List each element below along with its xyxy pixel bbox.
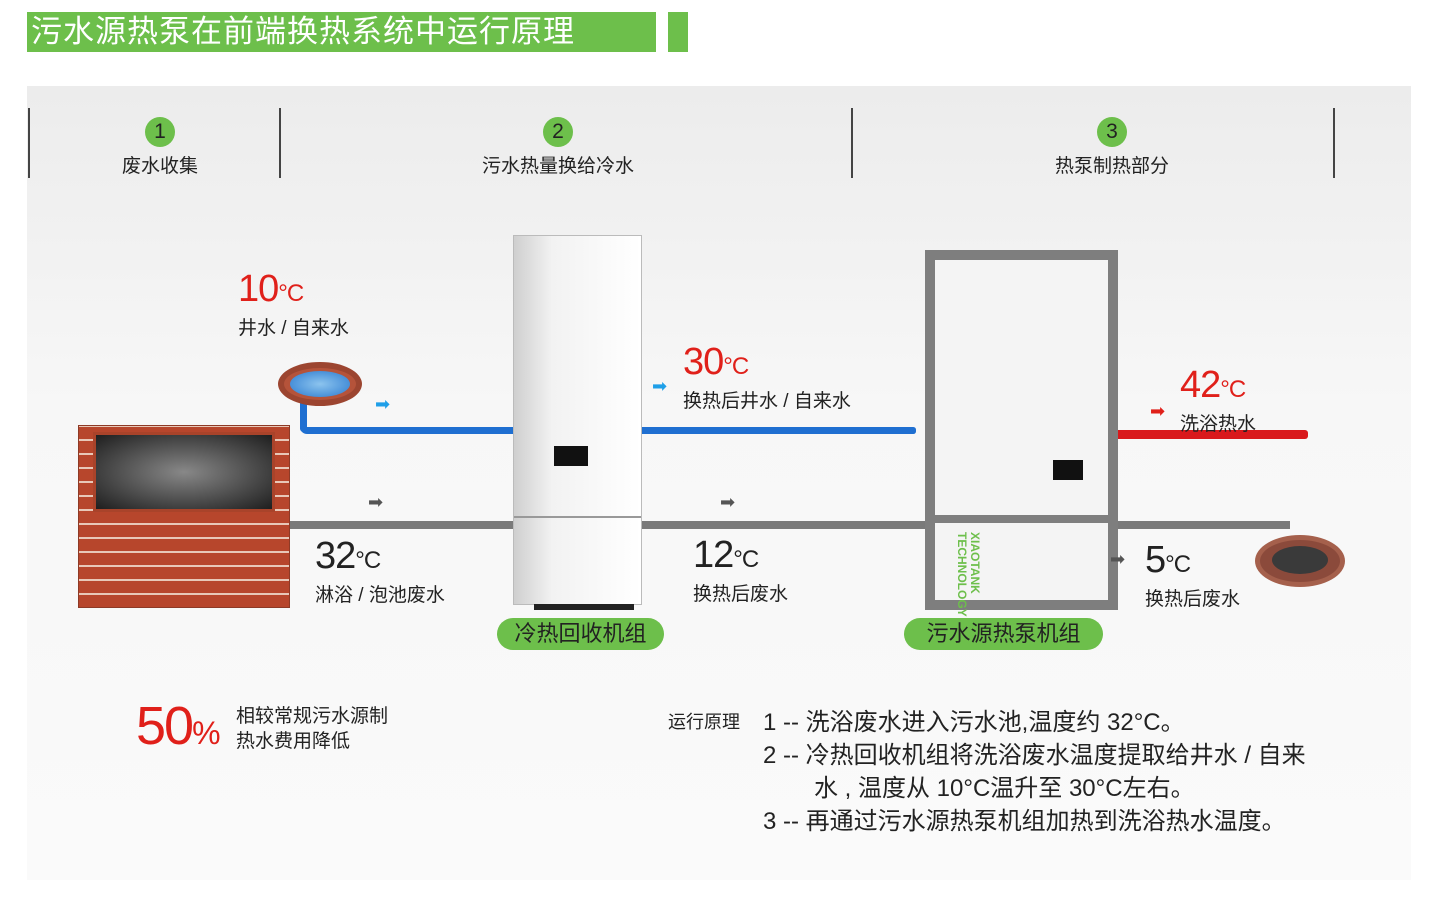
divider <box>279 108 281 178</box>
temp-label: 洗浴热水 <box>1180 414 1257 435</box>
temp-unit: °C <box>278 280 304 307</box>
step-label: 热泵制热部分 <box>1054 156 1169 177</box>
drain-icon <box>1255 535 1345 587</box>
temp-label: 换热后废水 <box>693 584 789 605</box>
well-icon <box>278 362 362 406</box>
step-label: 污水热量换给冷水 <box>481 156 634 177</box>
item-text: 洗浴废水进入污水池,温度约 32°C。 <box>805 709 1185 736</box>
step-3: 3 热泵制热部分 <box>1012 117 1212 178</box>
temp-value: 5 <box>1145 539 1166 581</box>
divider <box>28 108 30 178</box>
temp-unit: °C <box>723 353 749 380</box>
title-accent-block <box>668 12 688 52</box>
temp-unit: °C <box>733 546 759 573</box>
principle-item: 2 -- 冷热回收机组将洗浴废水温度提取给井水 / 自来 <box>763 739 1306 772</box>
flow-arrow-icon: ➡ <box>652 376 668 396</box>
temp-after-well: 30°C 换热后井水 / 自来水 <box>683 343 851 413</box>
temp-well: 10°C 井水 / 自来水 <box>238 270 349 340</box>
hot-water-pipe <box>1115 430 1308 439</box>
waste-water-pool-icon <box>78 425 290 608</box>
flow-arrow-icon: ➡ <box>375 394 391 414</box>
item-text: 再通过污水源热泵机组加热到洗浴热水温度。 <box>805 808 1286 835</box>
temp-value: 10 <box>238 268 279 310</box>
step-number: 3 <box>1097 117 1127 147</box>
recovery-unit-label: 冷热回收机组 <box>497 618 664 650</box>
step-2: 2 污水热量换给冷水 <box>458 117 658 178</box>
step-number: 1 <box>145 117 175 147</box>
divider <box>1333 108 1335 178</box>
step-number: 2 <box>543 117 573 147</box>
brand-line1: XIAOTANK <box>968 532 982 594</box>
temp-unit: °C <box>1220 376 1246 403</box>
divider <box>851 108 853 178</box>
principle-item: 1 -- 洗浴废水进入污水池,温度约 32°C。 <box>763 706 1306 739</box>
heat-recovery-unit <box>513 235 642 610</box>
principle-list: 1 -- 洗浴废水进入污水池,温度约 32°C。 2 -- 冷热回收机组将洗浴废… <box>763 706 1306 838</box>
item-num: 3 -- <box>763 808 799 835</box>
temp-bath-hot: 42°C 洗浴热水 <box>1180 366 1256 436</box>
item-text-cont: 水 , 温度从 10°C温升至 30°C左右。 <box>814 775 1195 802</box>
flow-arrow-icon: ➡ <box>720 492 736 512</box>
saving-percent: 50% <box>136 696 221 761</box>
flow-arrow-icon: ➡ <box>1110 549 1126 569</box>
step-1: 1 废水收集 <box>60 117 260 178</box>
temp-value: 32 <box>315 535 356 577</box>
temp-waste: 32°C 淋浴 / 泡池废水 <box>315 537 445 607</box>
saving-value: 50 <box>136 696 194 756</box>
temp-value: 12 <box>693 534 734 576</box>
principle-heading: 运行原理 <box>668 712 740 732</box>
temp-label: 淋浴 / 泡池废水 <box>315 585 445 606</box>
saving-text: 相较常规污水源制 热水费用降低 <box>236 704 388 754</box>
page-title: 污水源热泵在前端换热系统中运行原理 <box>27 12 656 52</box>
saving-line1: 相较常规污水源制 <box>236 706 389 727</box>
temp-unit: °C <box>1165 551 1191 578</box>
brand-line2: TECHNOLOGY <box>955 532 969 617</box>
control-panel-screen <box>1053 460 1083 480</box>
temp-after-waste-1: 12°C 换热后废水 <box>693 536 788 606</box>
temp-label: 井水 / 自来水 <box>238 318 349 339</box>
temp-after-waste-2: 5°C 换热后废水 <box>1145 541 1240 611</box>
flow-arrow-icon: ➡ <box>368 492 384 512</box>
item-num: 2 -- <box>763 742 799 769</box>
waste-water-pipe <box>270 521 1290 529</box>
saving-line2: 热水费用降低 <box>236 731 351 752</box>
temp-unit: °C <box>355 547 381 574</box>
heat-pump-unit-label: 污水源热泵机组 <box>904 618 1103 650</box>
control-panel-screen <box>554 446 588 466</box>
flow-arrow-icon: ➡ <box>1150 401 1166 421</box>
step-label: 废水收集 <box>121 156 198 177</box>
temp-label: 换热后井水 / 自来水 <box>683 391 851 412</box>
item-num: 1 -- <box>763 709 799 736</box>
principle-item: 3 -- 再通过污水源热泵机组加热到洗浴热水温度。 <box>763 805 1306 838</box>
saving-unit: % <box>192 715 220 751</box>
temp-label: 换热后废水 <box>1145 589 1241 610</box>
item-text: 冷热回收机组将洗浴废水温度提取给井水 / 自来 <box>805 742 1306 769</box>
temp-value: 30 <box>683 341 724 383</box>
temp-value: 42 <box>1180 364 1221 406</box>
